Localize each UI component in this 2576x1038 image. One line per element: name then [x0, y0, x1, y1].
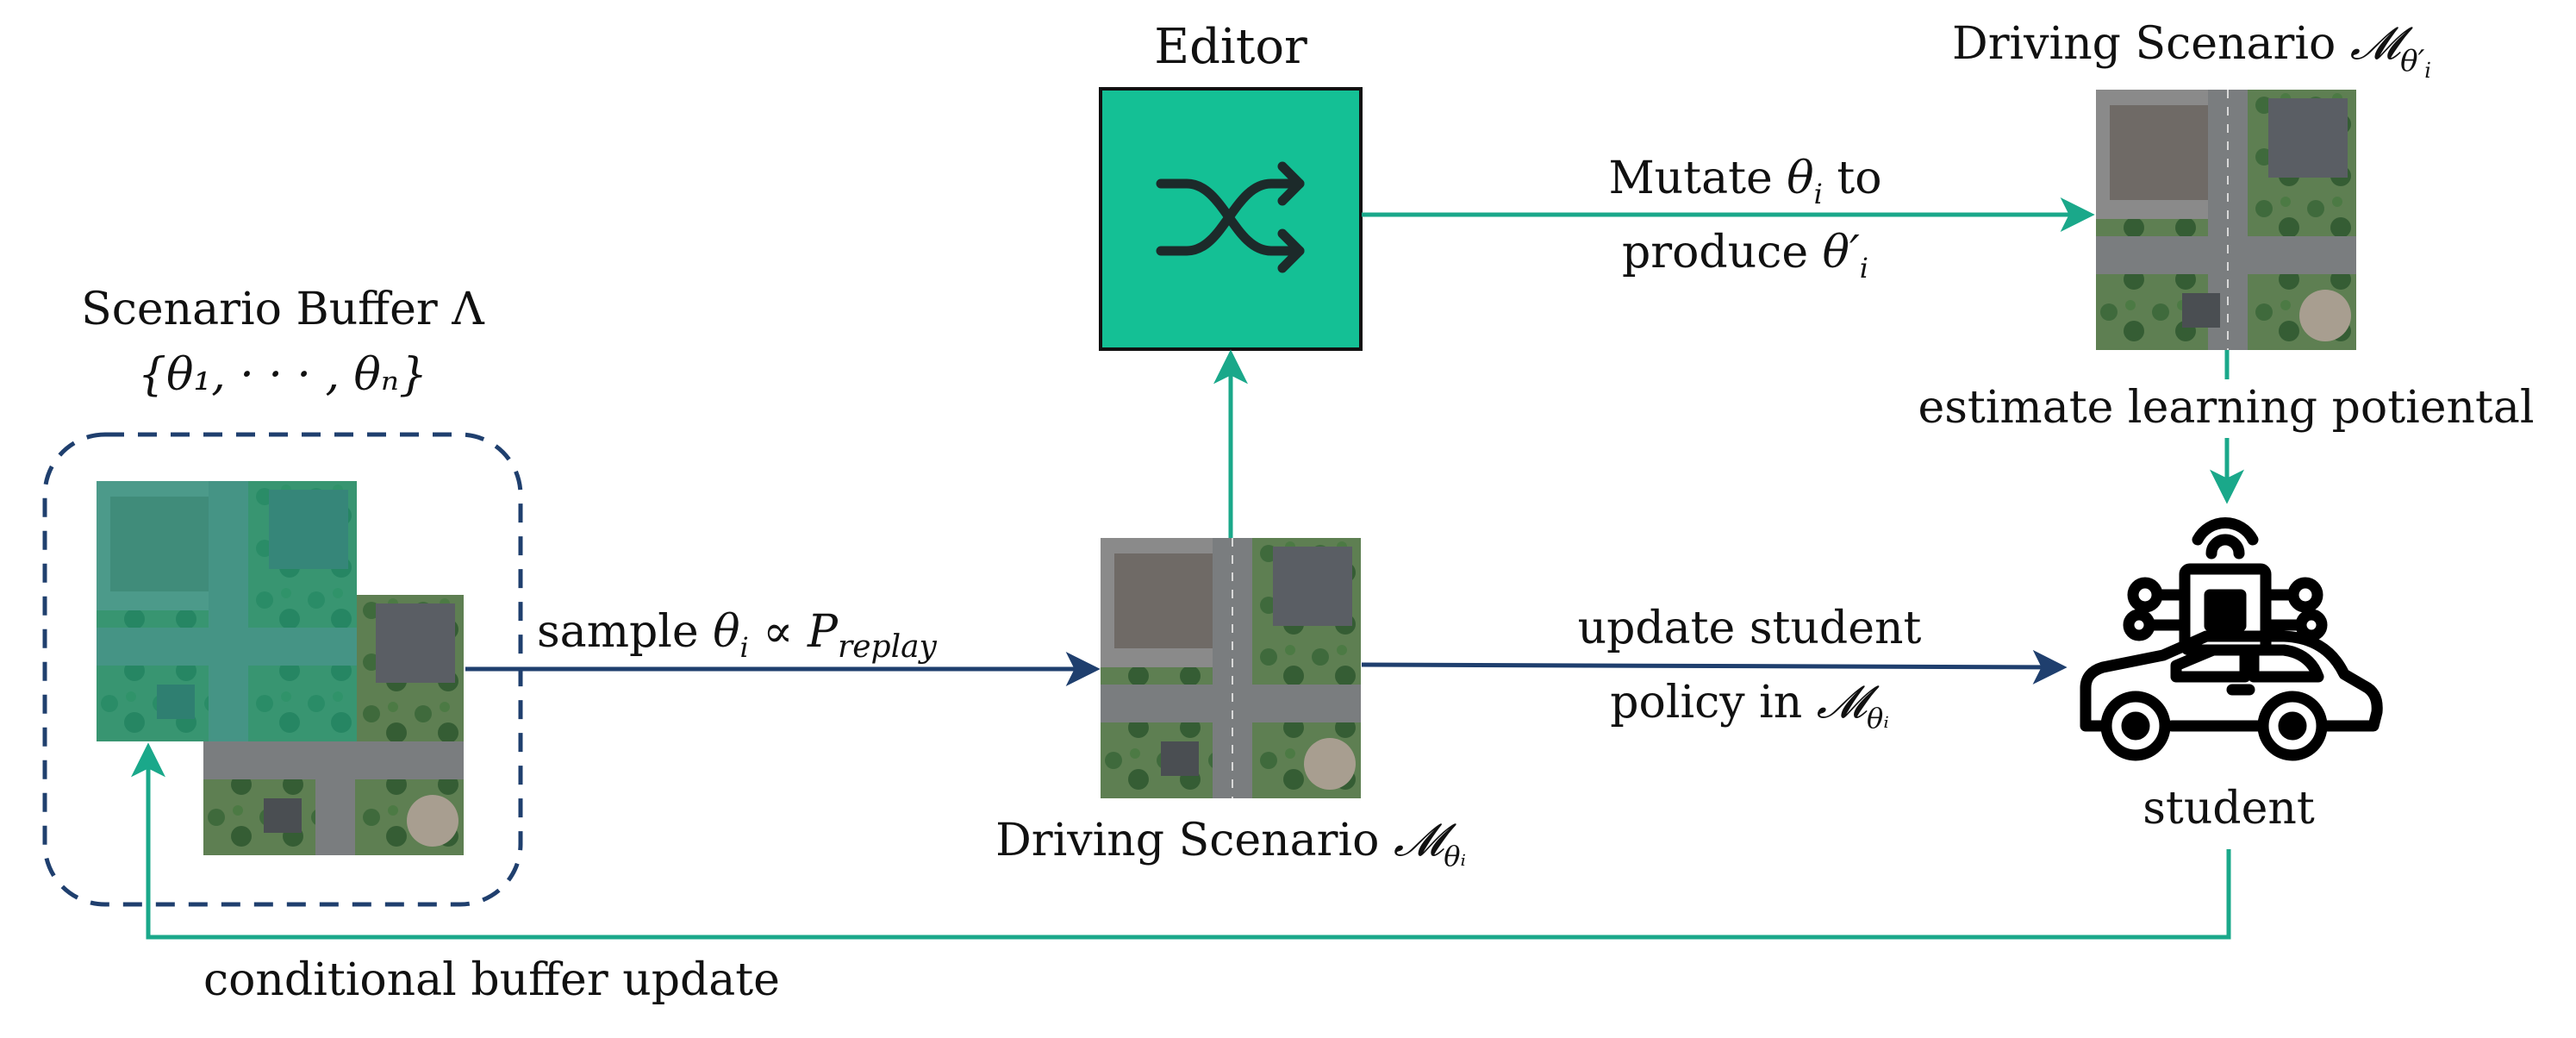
- editor-title: Editor: [1154, 19, 1307, 75]
- shuffle-icon: [1156, 161, 1305, 273]
- mid-scenario-label: Driving Scenario 𝓜θᵢ: [995, 815, 1466, 872]
- buffer-set: {θ₁, · · · , θₙ}: [138, 349, 427, 401]
- editor-box[interactable]: [1099, 87, 1363, 351]
- student-label: student: [2143, 783, 2315, 835]
- update-line-2: policy in 𝓜θᵢ: [1610, 677, 1889, 735]
- estimate-label: estimate learning potiental: [1918, 382, 2534, 434]
- conditional-label: conditional buffer update: [203, 954, 780, 1006]
- top-scenario-image: [2096, 90, 2356, 350]
- arrow-student-to-buffer: [131, 742, 2231, 940]
- sample-label: sample θi ∝ Preplay: [537, 606, 938, 665]
- mutate-line-1: Mutate θi to: [1608, 153, 1881, 210]
- buffer-image-front: [97, 481, 357, 741]
- top-scenario-label: Driving Scenario 𝓜θ′i: [1952, 18, 2431, 83]
- update-line-1: update student: [1578, 603, 1922, 654]
- autonomous-car-icon: [2080, 517, 2383, 761]
- buffer-title: Scenario Buffer Λ: [81, 284, 485, 335]
- mid-scenario-image: [1101, 538, 1361, 798]
- mutate-line-2: produce θ′i: [1622, 227, 1868, 285]
- arrow-scenario-to-student: [1361, 649, 2068, 685]
